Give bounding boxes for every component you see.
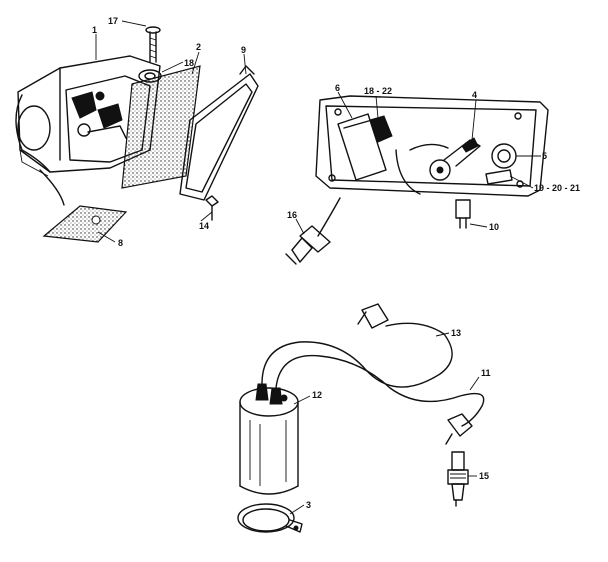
- callout-9: 9: [241, 45, 246, 55]
- callout-13: 13: [451, 328, 461, 338]
- cover-gasket-part-2: [121, 65, 201, 189]
- callout-10: 10: [489, 222, 499, 232]
- callout-1: 1: [92, 25, 97, 35]
- cam-part-5: [485, 143, 517, 185]
- callout-18: 18: [184, 58, 194, 68]
- callout-11: 11: [481, 368, 491, 378]
- callout-12: 12: [312, 390, 322, 400]
- mounting-clamp-part-3: [237, 503, 303, 533]
- callout-3: 3: [306, 500, 311, 510]
- ignition-coil-part-12: [239, 383, 299, 495]
- ignition-coil-assembly: [237, 303, 485, 533]
- callout-8: 8: [118, 238, 123, 248]
- breaker-box-assembly: [15, 26, 259, 243]
- ignition-lead-part-11: [275, 354, 485, 445]
- breaker-housing-part-1: [15, 55, 161, 206]
- callout-16: 16: [287, 210, 297, 220]
- callout-18-22: 18 - 22: [364, 86, 392, 96]
- callout-6: 6: [335, 83, 340, 93]
- cover-part-9: [179, 65, 259, 201]
- spark-plug-part-15: [447, 451, 469, 507]
- breaker-plate-assembly: [285, 95, 549, 265]
- grommet-part-18: [138, 69, 162, 83]
- condenser-part-6: [337, 113, 393, 181]
- screw-part-17: [145, 26, 161, 63]
- callout-15: 15: [479, 471, 489, 481]
- callout-4: 4: [472, 90, 477, 100]
- base-plate-part-8: [42, 205, 128, 243]
- callout-17: 17: [108, 16, 118, 26]
- callout-5: 5: [542, 151, 547, 161]
- plunger-part-10: [455, 199, 471, 229]
- breaker-points-part-4: [429, 137, 481, 181]
- callout-labels: 1 17 18 2 9 14 8 6 18 - 22 4 5 19 - 20 -…: [92, 16, 580, 510]
- leader-lines: [95, 20, 541, 515]
- screw-part-14: [205, 195, 219, 221]
- ignition-lead-part-13: [261, 303, 453, 388]
- callout-14: 14: [199, 221, 209, 231]
- callout-19-20-21: 19 - 20 - 21: [534, 183, 580, 193]
- spark-plug-lead-part-16: [285, 197, 341, 265]
- callout-2: 2: [196, 42, 201, 52]
